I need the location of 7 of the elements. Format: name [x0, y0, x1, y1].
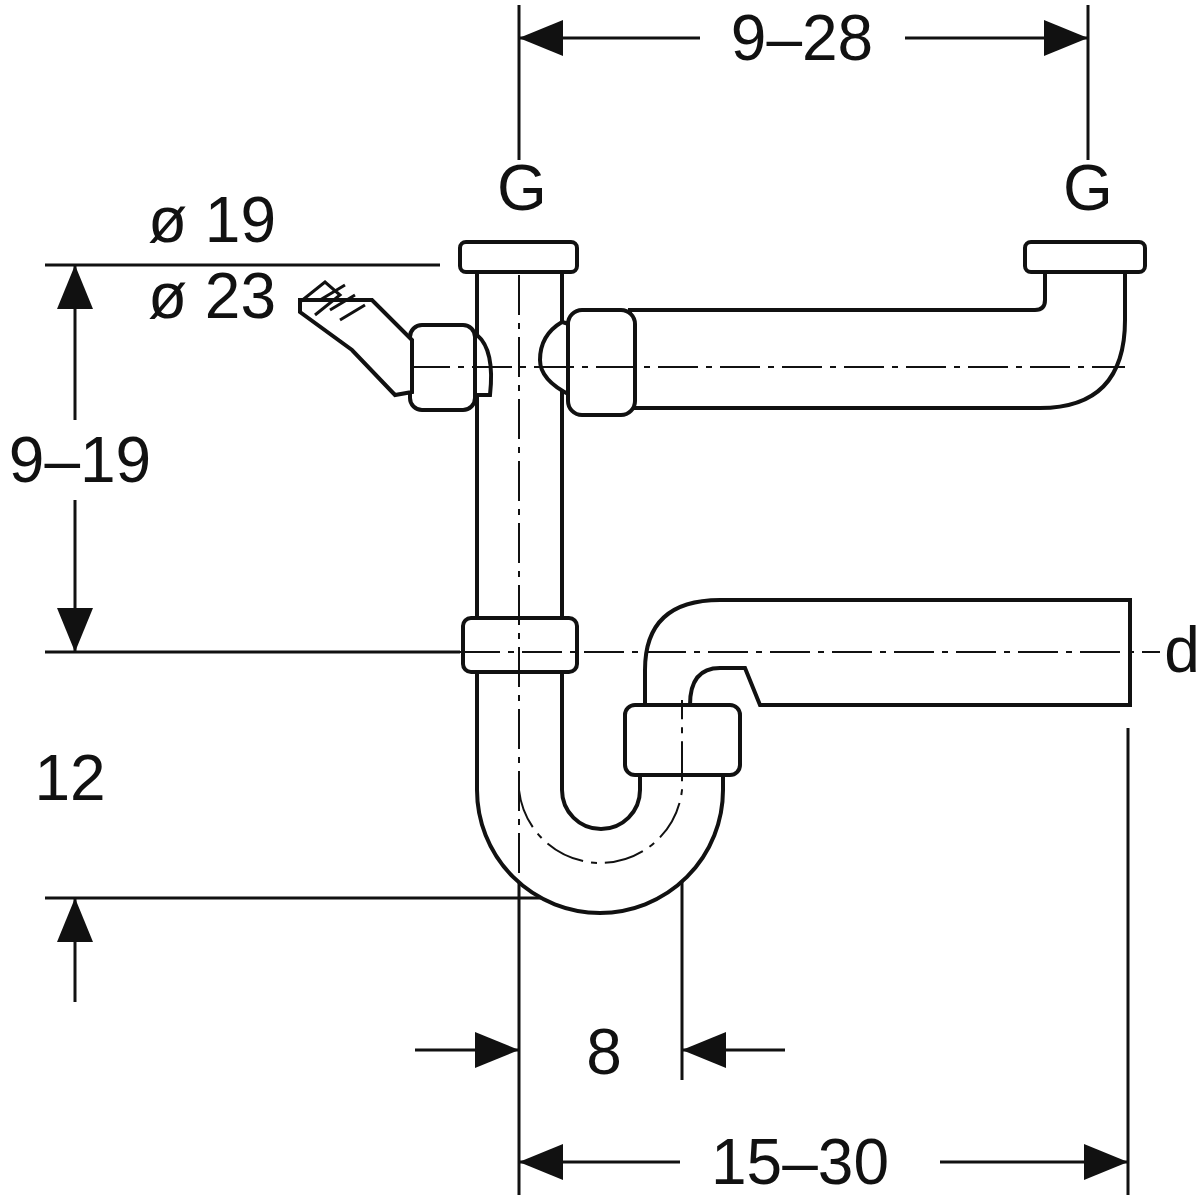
dimension-label: 12 — [33, 746, 107, 810]
diameter-label: ø 23 — [146, 264, 278, 328]
diameter-label: ø 19 — [146, 188, 278, 252]
thread-label: G — [496, 156, 548, 220]
dimension-label: 8 — [585, 1020, 623, 1084]
diameter-label: d — [1163, 618, 1200, 682]
thread-label: G — [1062, 156, 1114, 220]
